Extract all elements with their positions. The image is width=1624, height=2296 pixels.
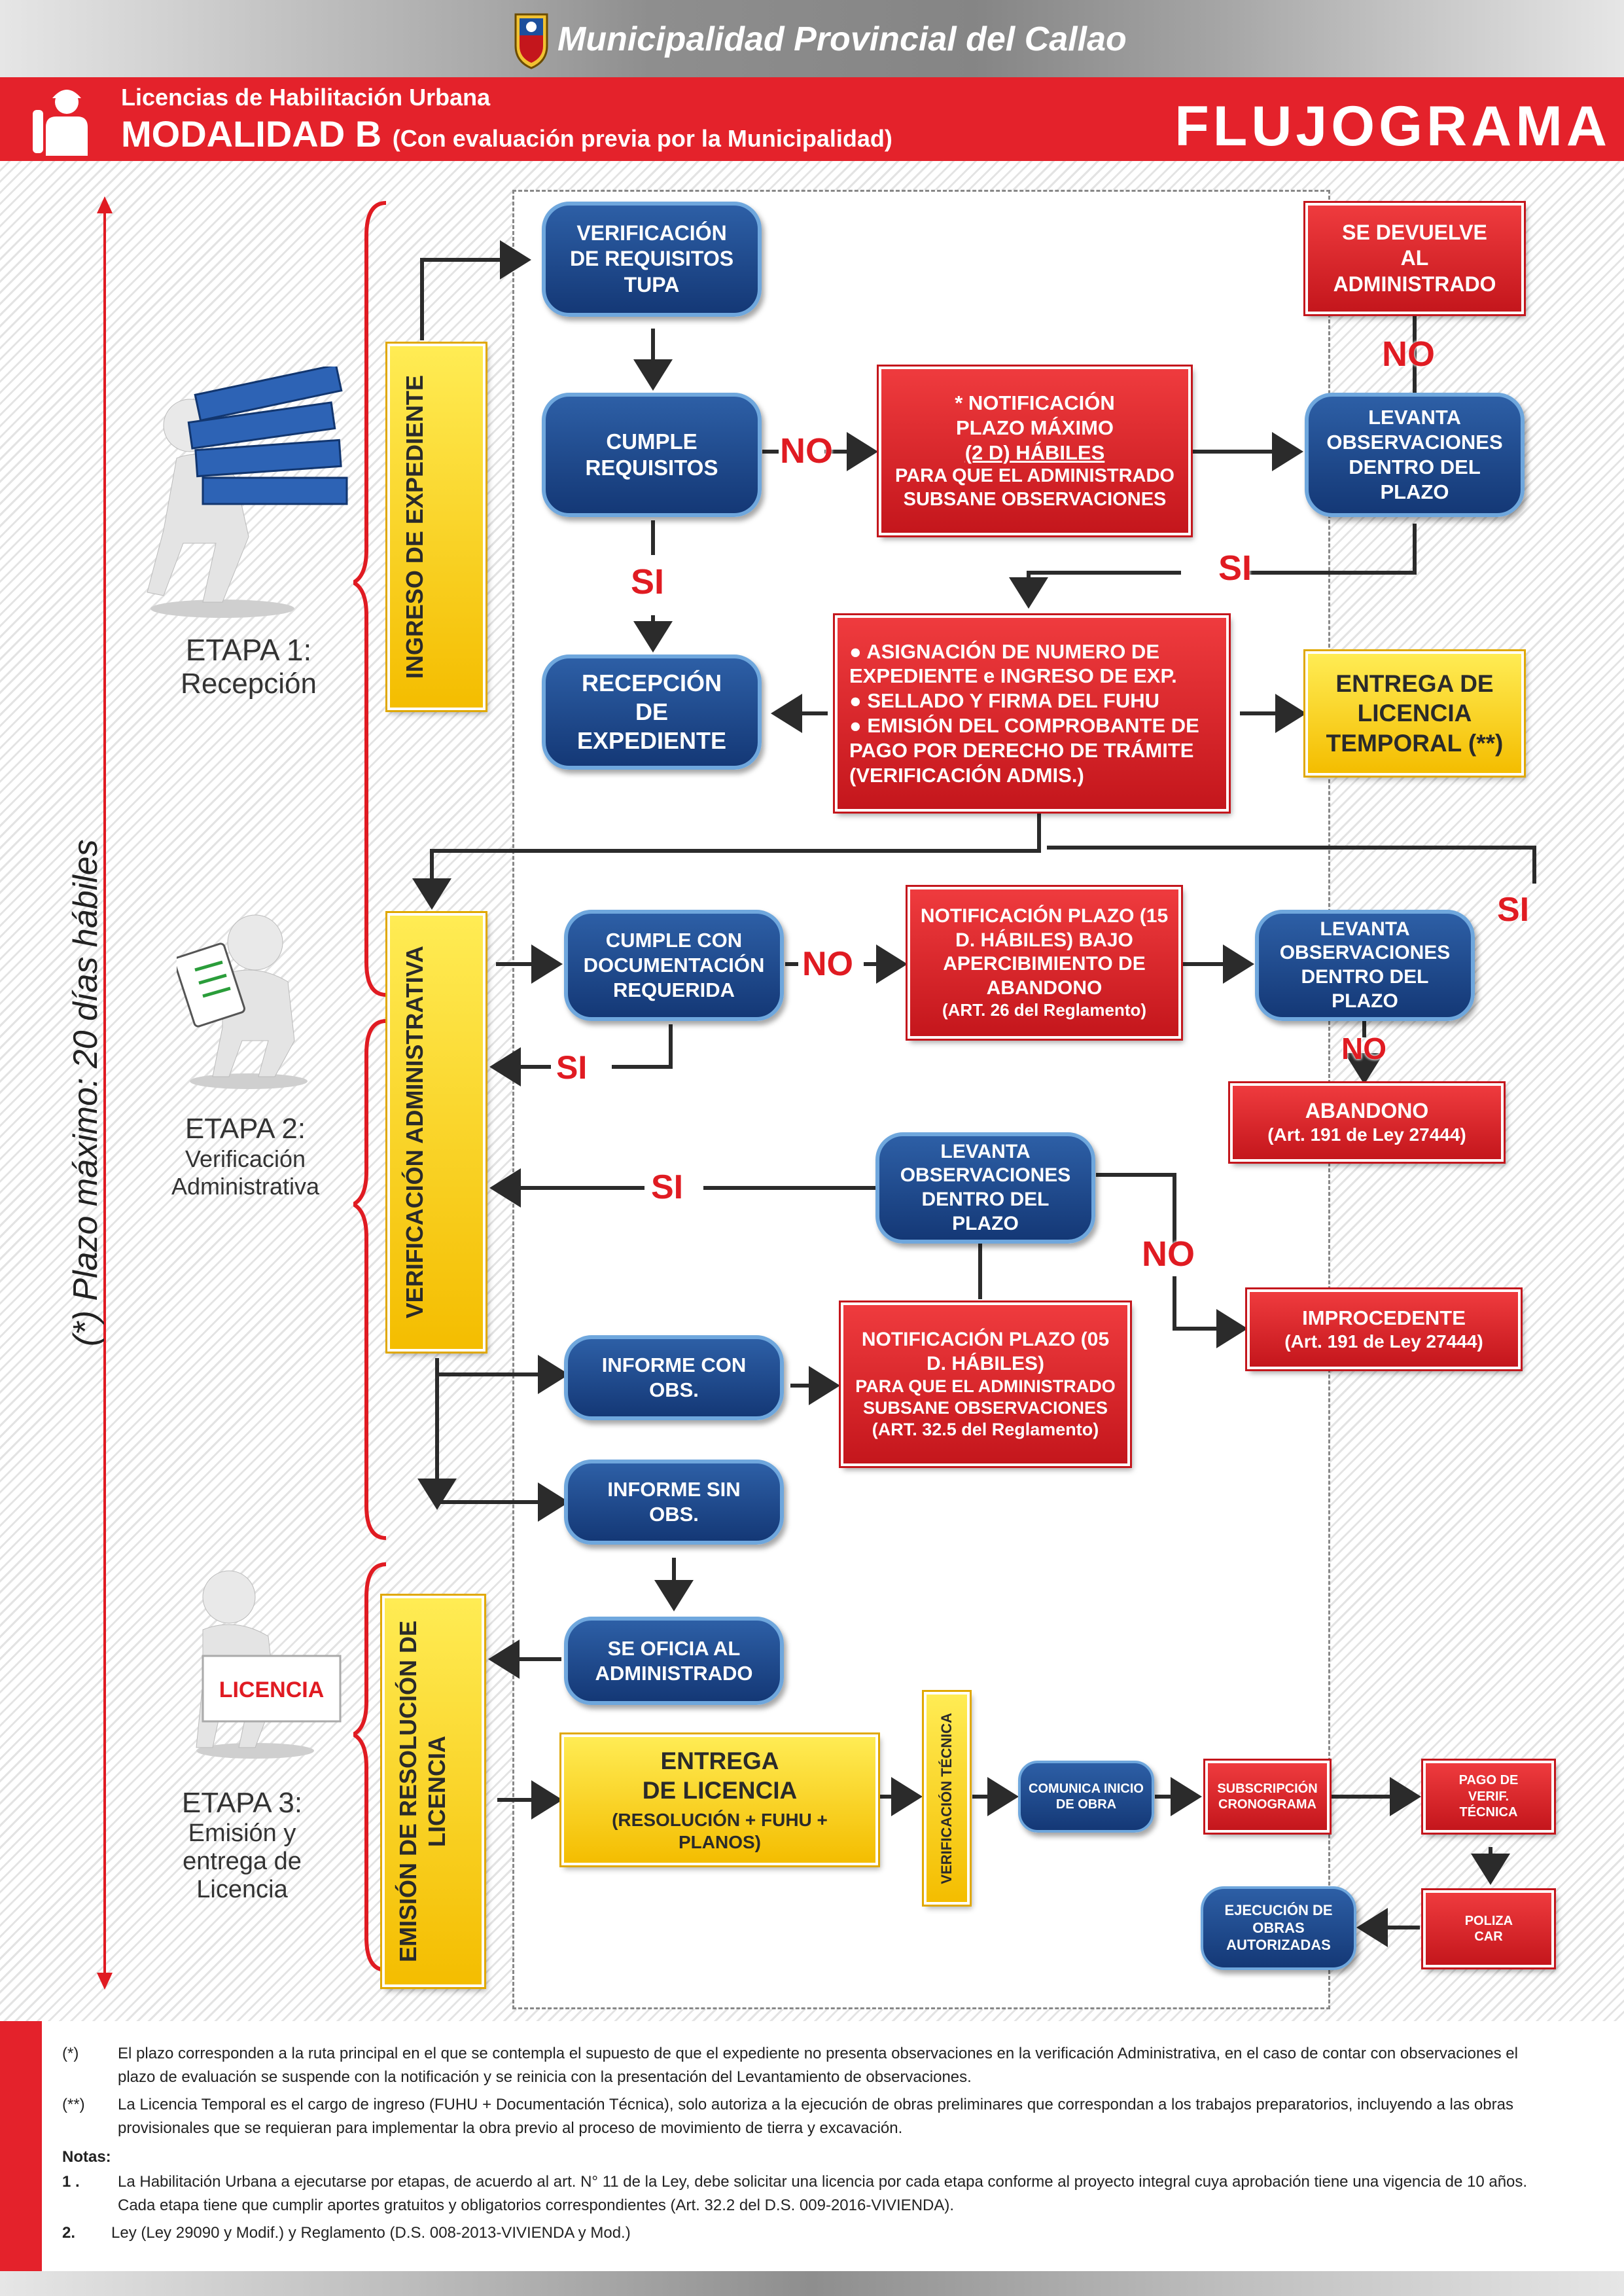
stage-1-name: Recepción (181, 668, 317, 700)
node-improcedente: IMPROCEDENTE (Art. 191 de Ley 27444) (1245, 1287, 1523, 1371)
node-se-oficia: SE OFICIA AL ADMINISTRADO (564, 1617, 784, 1705)
licencia-sign-text: LICENCIA (219, 1677, 325, 1702)
node-pago-verificacion-tecnica: PAGO DE VERIF. TÉCNICA (1421, 1759, 1556, 1835)
stage-1-title: ETAPA 1: (185, 633, 312, 667)
phase-verificacion-administrativa: VERIFICACIÓN ADMINISTRATIVA (385, 911, 487, 1354)
subtitle: Licencias de Habilitación Urbana (121, 84, 491, 111)
stage-3-label: ETAPA 3: Emisión y entrega de Licencia (144, 1787, 340, 1904)
stage-2-name: Verificación Administrativa (171, 1145, 320, 1200)
asignacion-item-2: ● SELLADO Y FIRMA DEL FUHU (849, 689, 1159, 713)
node-levanta-observaciones-1: LEVANTA OBSERVACIONES DENTRO DEL PLAZO (1305, 393, 1525, 517)
label-no-cumple-requisitos: NO (780, 431, 833, 471)
stage-3-title: ETAPA 3: (181, 1787, 303, 1819)
node-cumple-requisitos: CUMPLE REQUISITOS (542, 393, 762, 517)
figure-carrying-binders-icon (147, 367, 348, 618)
note-2-mark: 2. (62, 2224, 76, 2242)
stage-1-label: ETAPA 1: Recepción (150, 632, 347, 700)
footnote-2-mark: (**) (62, 2096, 85, 2113)
node-recepcion-expediente: RECEPCIÓN DE EXPEDIENTE (542, 655, 762, 770)
footnote-1-text: El plazo corresponden a la ruta principa… (118, 2045, 1518, 2086)
footnote-1-mark: (*) (62, 2045, 79, 2062)
label-si-cumple-requisitos: SI (631, 562, 665, 601)
node-entrega-licencia-temporal: ENTREGA DE LICENCIA TEMPORAL (**) (1303, 649, 1526, 778)
top-banner: Municipalidad Provincial del Callao (0, 0, 1624, 77)
label-si-levanta-2: SI (1497, 891, 1530, 929)
node-verificacion-requisitos: VERIFICACIÓN DE REQUISITOS TUPA (542, 202, 762, 317)
note-2-text: Ley (Ley 29090 y Modif.) y Reglamento (D… (111, 2224, 631, 2242)
node-notificacion-2d: * NOTIFICACIÓN PLAZO MÁXIMO (2 D) HÁBILE… (877, 365, 1193, 537)
node-notificacion-05d: NOTIFICACIÓN PLAZO (05 D. HÁBILES) PARA … (839, 1300, 1132, 1468)
node-subscripcion-cronograma: SUBSCRIPCIÓN CRONOGRAMA (1203, 1759, 1332, 1835)
node-comunica-inicio-obra: COMUNICA INICIO DE OBRA (1018, 1761, 1154, 1833)
footnotes-section: (*) El plazo corresponden a la ruta prin… (0, 2021, 1624, 2296)
stage-2-title: ETAPA 2: (185, 1113, 306, 1145)
asignacion-item-3: ● EMISIÓN DEL COMPROBANTE DE PAGO POR DE… (849, 714, 1199, 787)
node-abandono: ABANDONO (Art. 191 de Ley 27444) (1228, 1081, 1506, 1164)
node-entrega-licencia: ENTREGA DE LICENCIA (RESOLUCIÓN + FUHU +… (559, 1732, 880, 1867)
engineer-icon (33, 90, 88, 156)
node-poliza-car: POLIZA CAR (1421, 1888, 1556, 1969)
label-si-cumple-documentacion: SI (556, 1049, 588, 1086)
label-no-se-devuelve: NO (1382, 334, 1435, 374)
figure-licencia-sign-icon (196, 1570, 342, 1759)
node-se-devuelve: SE DEVUELVE AL ADMINISTRADO (1303, 201, 1526, 316)
phase-emision-resolucion: EMISIÓN DE RESOLUCIÓN DE LICENCIA (380, 1594, 486, 1989)
callao-crest-icon (514, 13, 548, 69)
notes-title: Notas: (62, 2148, 111, 2166)
modality-name: MODALIDAD B (121, 113, 382, 154)
footnote-2-text: La Licencia Temporal es el cargo de ingr… (118, 2096, 1513, 2137)
node-notificacion-15d: NOTIFICACIÓN PLAZO (15 D. HÁBILES) BAJO … (906, 885, 1183, 1041)
figure-clipboard-icon (177, 914, 308, 1089)
institution-name: Municipalidad Provincial del Callao (557, 20, 1127, 58)
timeline-arrow (97, 196, 113, 1990)
label-si-levanta-1: SI (1218, 548, 1252, 588)
asignacion-item-1: ● ASIGNACIÓN DE NUMERO DE EXPEDIENTE e I… (849, 639, 1177, 688)
modality-note: (Con evaluación previa por la Municipali… (392, 125, 892, 152)
node-asignacion-expediente: ● ASIGNACIÓN DE NUMERO DE EXPEDIENTE e I… (833, 613, 1231, 814)
title-banner: Licencias de Habilitación Urbana MODALID… (0, 77, 1624, 161)
phase-ingreso-expediente: INGRESO DE EXPEDIENTE (385, 342, 487, 712)
node-informe-con-obs: INFORME CON OBS. (564, 1335, 784, 1420)
footer-red-strip (0, 2021, 42, 2296)
modality-title: MODALIDAD B (Con evaluación previa por l… (121, 113, 892, 155)
note-1-text: La Habilitación Urbana a ejecutarse por … (118, 2173, 1528, 2214)
node-verificacion-tecnica: VERIFICACIÓN TÉCNICA (922, 1690, 972, 1907)
node-ejecucion-obras: EJECUCIÓN DE OBRAS AUTORIZADAS (1201, 1886, 1356, 1970)
node-levanta-observaciones-2: LEVANTA OBSERVACIONES DENTRO DEL PLAZO (1255, 910, 1475, 1021)
stage-3-name: Emisión y entrega de Licencia (183, 1820, 302, 1903)
bottom-banner (0, 2271, 1624, 2296)
label-no-cumple-documentacion: NO (802, 945, 853, 983)
node-cumple-documentacion: CUMPLE CON DOCUMENTACIÓN REQUERIDA (564, 910, 784, 1021)
note-1-mark: 1 . (62, 2173, 80, 2191)
document-type: FLUJOGRAMA (1174, 95, 1611, 158)
label-si-levanta-3: SI (651, 1168, 684, 1206)
node-levanta-observaciones-3: LEVANTA OBSERVACIONES DENTRO DEL PLAZO (875, 1132, 1095, 1244)
label-no-levanta-3: NO (1142, 1234, 1195, 1274)
stage-braces (353, 201, 387, 1972)
node-informe-sin-obs: INFORME SIN OBS. (564, 1460, 784, 1545)
stage-2-label: ETAPA 2: Verificación Administrativa (137, 1113, 353, 1200)
label-no-levanta-2: NO (1341, 1031, 1386, 1066)
